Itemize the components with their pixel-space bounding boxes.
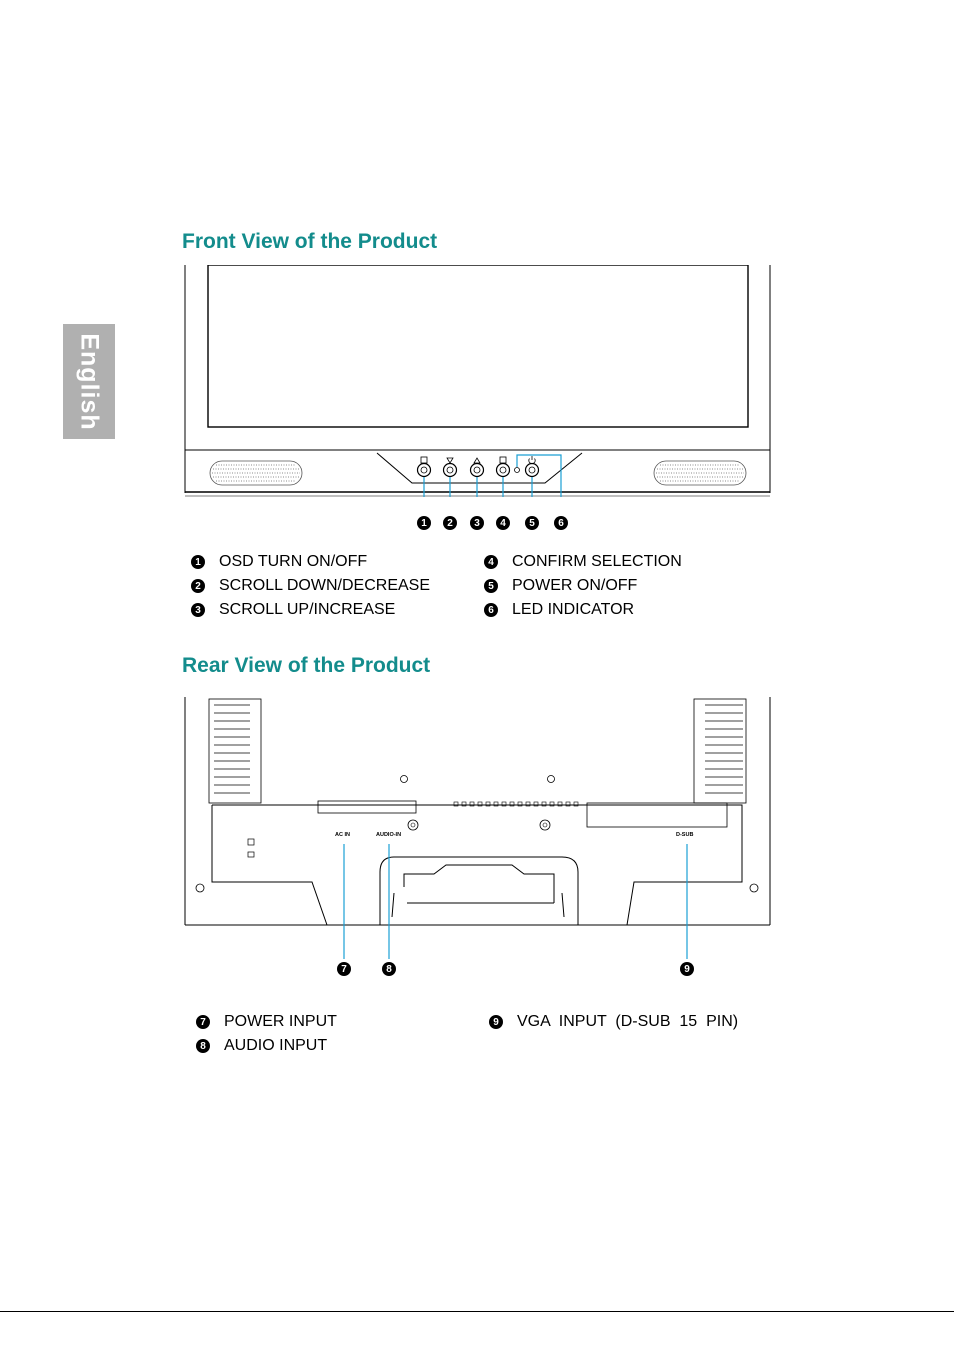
language-label: English <box>75 332 104 431</box>
rear-callout-8: 8 <box>382 962 396 976</box>
left-speaker-grille <box>209 460 303 486</box>
connector-slots <box>453 801 579 807</box>
rear-callout-7: 7 <box>337 962 351 976</box>
confirm-icon <box>499 456 507 464</box>
rear-view-diagram: AC IN AUDIO-IN D-SUB <box>184 697 771 959</box>
left-vent <box>208 698 262 804</box>
front-callout-lines <box>423 454 562 497</box>
front-callout-2: 2 <box>443 516 457 530</box>
rear-callout-9: 9 <box>680 962 694 976</box>
stand <box>379 856 579 925</box>
up-icon <box>473 457 481 464</box>
front-view-title: Front View of the Product <box>182 230 438 253</box>
right-speaker-grille <box>653 460 747 486</box>
right-vent <box>693 698 747 804</box>
down-icon <box>446 457 454 464</box>
front-view-diagram <box>184 265 771 497</box>
kensington-lock-icon <box>247 838 255 858</box>
front-callout-1: 1 <box>417 516 431 530</box>
power-icon <box>528 458 536 465</box>
rear-view-title: Rear View of the Product <box>182 654 431 677</box>
dsub-label: D-SUB <box>676 832 693 838</box>
front-callout-4: 4 <box>496 516 510 530</box>
ac-in-label: AC IN <box>335 832 350 838</box>
language-tab: English <box>63 324 115 439</box>
front-callout-5: 5 <box>525 516 539 530</box>
footer-rule <box>0 1311 954 1312</box>
front-buttons <box>416 462 540 478</box>
front-callout-3: 3 <box>470 516 484 530</box>
front-callout-6: 6 <box>554 516 568 530</box>
rear-callout-lines <box>343 844 688 959</box>
osd-icon <box>420 456 428 464</box>
audio-in-label: AUDIO-IN <box>376 832 401 838</box>
